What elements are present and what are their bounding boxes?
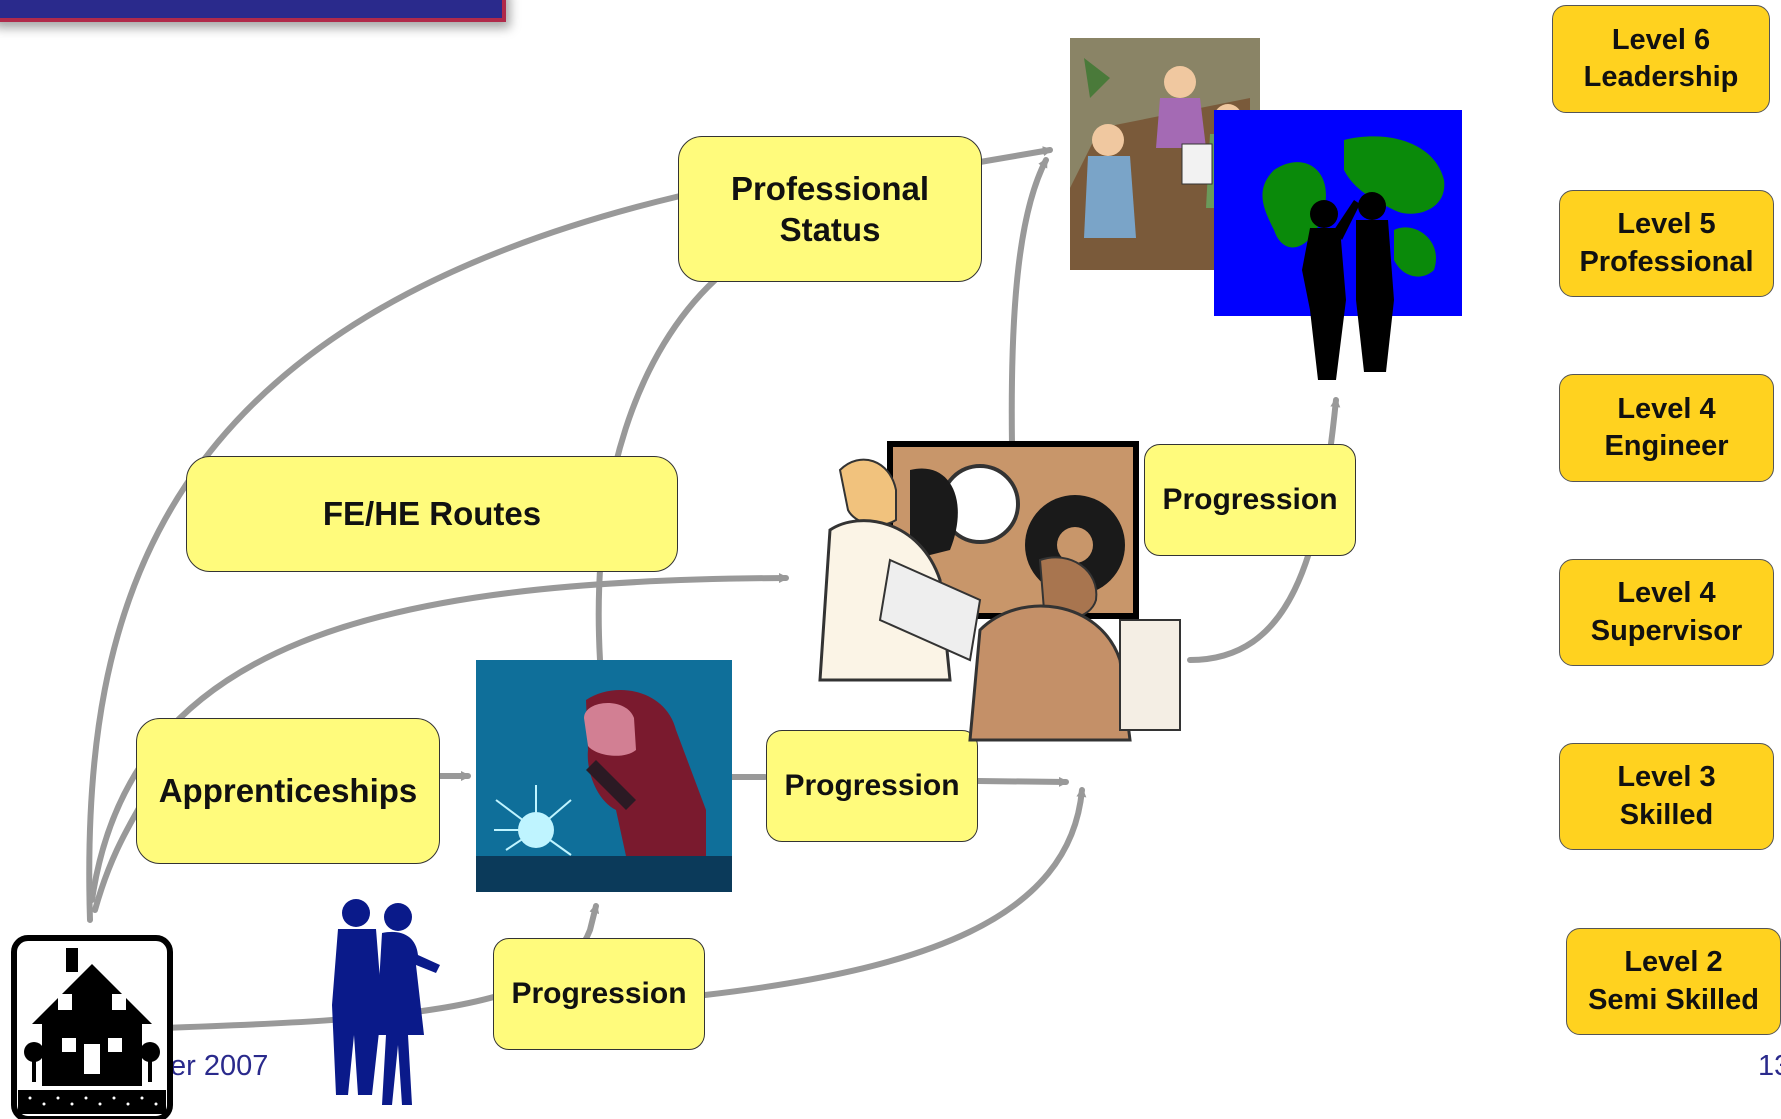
arrow-professional-to-boardroom: [977, 146, 1053, 165]
professional-status-box: Professional Status: [678, 136, 982, 282]
title-banner: [0, 0, 506, 22]
boardroom-meeting-clipart: [1070, 38, 1260, 270]
arrow-house-to-engineers: [89, 573, 789, 903]
house-icon: [11, 935, 173, 1119]
engineers-gears-clipart: [818, 441, 1181, 742]
page-number: 13: [1758, 1050, 1781, 1082]
level-6-box: Level 6 Leadership: [1552, 5, 1770, 113]
fe-he-routes-box: FE/HE Routes: [186, 456, 678, 572]
world-map-presenters-clipart: [1214, 110, 1462, 380]
arrow-welder-to-professional: [595, 277, 718, 663]
progression-bottom-box: Progression: [493, 938, 705, 1050]
arrow-engineers-to-boardroom: [1008, 157, 1049, 448]
welder-clipart: [476, 660, 732, 892]
arrow-progression-to-engineers: [975, 776, 1069, 787]
level-4-engineer-box: Level 4 Engineer: [1559, 374, 1774, 482]
footer-date: er 2007: [170, 1050, 269, 1082]
level-5-box: Level 5 Professional: [1559, 190, 1774, 297]
level-2-box: Level 2 Semi Skilled: [1566, 928, 1781, 1035]
level-3-box: Level 3 Skilled: [1559, 743, 1774, 850]
progression-top-box: Progression: [1144, 444, 1356, 556]
apprenticeships-box: Apprenticeships: [136, 718, 440, 864]
progression-middle-box: Progression: [766, 730, 978, 842]
level-4-supervisor-box: Level 4 Supervisor: [1559, 559, 1774, 666]
arrow-progression-to-engineers-bottom: [702, 787, 1087, 998]
couple-silhouette-icon: [332, 899, 440, 1105]
